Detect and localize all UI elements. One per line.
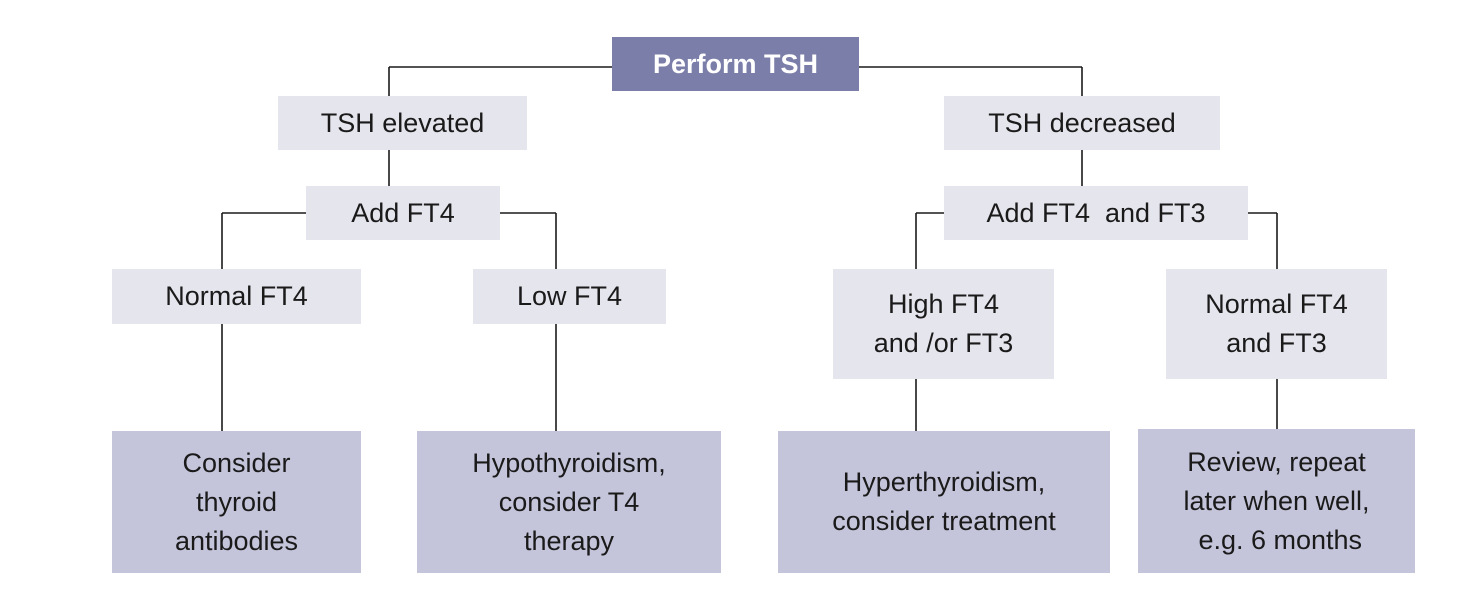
node-perform-tsh: Perform TSH xyxy=(612,37,859,91)
outcome-consider-antibodies: Consider thyroid antibodies xyxy=(112,431,361,573)
outcome-hypothyroidism-line-1: Hypothyroidism, xyxy=(472,447,666,478)
outcome-consider-antibodies-line-2: thyroid xyxy=(195,486,278,517)
node-add-ft4-ft3-label: Add FT4 and FT3 xyxy=(986,197,1206,228)
node-tsh-decreased: TSH decreased xyxy=(944,96,1220,150)
node-add-ft4: Add FT4 xyxy=(306,186,500,240)
node-high-ft4-ft3: High FT4 and /or FT3 xyxy=(833,269,1054,379)
node-add-ft4-ft3: Add FT4 and FT3 xyxy=(944,186,1248,240)
node-tsh-decreased-label: TSH decreased xyxy=(988,107,1176,138)
outcome-hypothyroidism: Hypothyroidism, consider T4 therapy xyxy=(417,431,721,573)
outcome-hyperthyroidism-line-1: Hyperthyroidism, xyxy=(842,467,1046,497)
outcome-hyperthyroidism: Hyperthyroidism, consider treatment xyxy=(778,431,1110,573)
outcome-hypothyroidism-line-2: consider T4 xyxy=(498,486,640,517)
node-add-ft4-label: Add FT4 xyxy=(351,197,455,228)
node-normal-ft4-ft3-line-1: Normal FT4 xyxy=(1205,289,1348,319)
node-normal-ft4: Normal FT4 xyxy=(112,269,361,324)
outcome-consider-antibodies-line-3: antibodies xyxy=(174,525,299,556)
outcome-review-repeat-line-2: later when well, xyxy=(1183,485,1370,516)
node-perform-tsh-label: Perform TSH xyxy=(652,48,819,79)
node-low-ft4-label: Low FT4 xyxy=(516,281,623,311)
node-tsh-elevated: TSH elevated xyxy=(278,96,527,150)
node-high-ft4-ft3-line-1: High FT4 xyxy=(887,289,1000,319)
outcome-consider-antibodies-line-1: Consider xyxy=(182,447,291,478)
outcome-review-repeat-line-1: Review, repeat xyxy=(1187,446,1366,477)
node-tsh-elevated-label: TSH elevated xyxy=(320,107,485,138)
node-normal-ft4-ft3-line-2: and FT3 xyxy=(1226,328,1327,358)
node-low-ft4: Low FT4 xyxy=(473,269,666,324)
outcome-review-repeat-line-3: e.g. 6 months xyxy=(1190,524,1363,555)
node-high-ft4-ft3-line-2: and /or FT3 xyxy=(873,328,1014,358)
outcome-hypothyroidism-line-3: therapy xyxy=(523,525,615,556)
node-normal-ft4-ft3: Normal FT4 and FT3 xyxy=(1166,269,1387,379)
outcome-hyperthyroidism-line-2: consider treatment xyxy=(832,506,1056,536)
outcome-review-repeat: Review, repeat later when well, e.g. 6 m… xyxy=(1138,429,1415,573)
node-normal-ft4-label: Normal FT4 xyxy=(165,281,308,311)
